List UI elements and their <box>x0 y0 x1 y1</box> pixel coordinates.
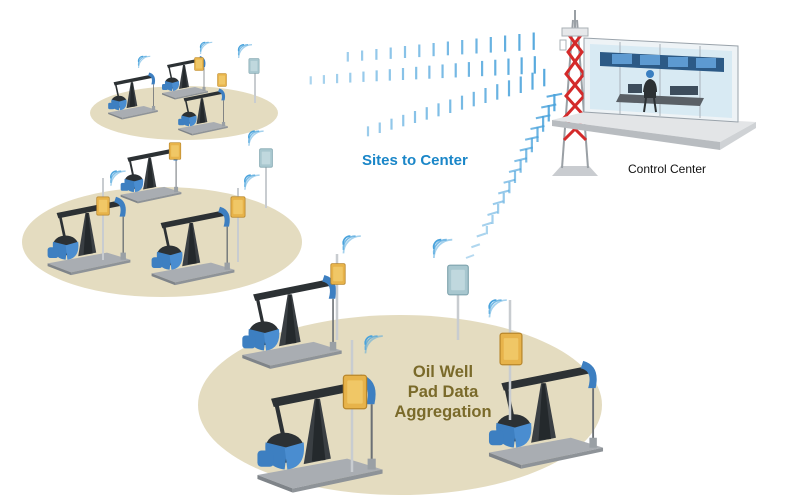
radio-enclosure-icon <box>168 142 182 160</box>
operator-icon <box>643 70 657 113</box>
pad2-equipment <box>46 130 273 286</box>
signal-dash <box>481 221 492 227</box>
signal-dash <box>530 125 545 130</box>
wifi-signal-icon <box>137 55 151 68</box>
pad-aggregation-label: Oil Well Pad Data Aggregation <box>388 362 498 422</box>
pad3-equipment <box>240 235 605 493</box>
wifi-signal-icon <box>243 174 261 190</box>
wifi-signal-icon <box>237 43 253 58</box>
radio-enclosure-icon <box>217 73 227 87</box>
control-center-label: Control Center <box>628 162 707 176</box>
pad-label-line-3: Aggregation <box>394 403 492 421</box>
radio-enclosure-icon <box>96 196 110 216</box>
radio-enclosure-icon <box>499 332 523 366</box>
radio-enclosure-icon <box>342 374 368 410</box>
radio-enclosure-icon <box>248 58 260 74</box>
signal-dash <box>508 168 522 173</box>
radio-enclosure-icon <box>230 196 246 218</box>
signal-dash <box>503 178 516 184</box>
control-room-icon <box>552 37 756 150</box>
pad-label-line-1: Oil Well <box>412 363 474 381</box>
signal-dash <box>541 103 557 109</box>
signal-dash <box>471 243 481 249</box>
wifi-signal-icon <box>199 41 213 54</box>
signal-dash <box>514 157 528 163</box>
pad-label-line-2: Pad Data <box>407 383 479 401</box>
signal-dash <box>546 92 563 98</box>
radio-links <box>309 32 563 259</box>
radio-enclosure-icon <box>259 148 273 168</box>
pad1-equipment <box>107 41 260 136</box>
wifi-signal-icon <box>488 299 508 318</box>
wifi-signal-icon <box>247 130 265 146</box>
radio-enclosure-icon <box>194 57 204 71</box>
signal-dash <box>465 254 475 259</box>
signal-dash <box>476 232 487 238</box>
radio-enclosure-icon <box>330 263 346 285</box>
signal-dash <box>535 114 551 120</box>
radio-enclosure-icon <box>447 264 469 296</box>
wifi-signal-icon <box>432 238 454 258</box>
wifi-signal-icon <box>342 235 362 254</box>
signal-dash <box>487 211 498 216</box>
well-pad-small <box>90 86 278 140</box>
signal-dash <box>492 200 504 206</box>
signal-dash <box>519 146 533 152</box>
sites-to-center-label: Sites to Center <box>362 152 468 169</box>
signal-dash <box>497 189 510 195</box>
signal-dash <box>524 135 539 141</box>
